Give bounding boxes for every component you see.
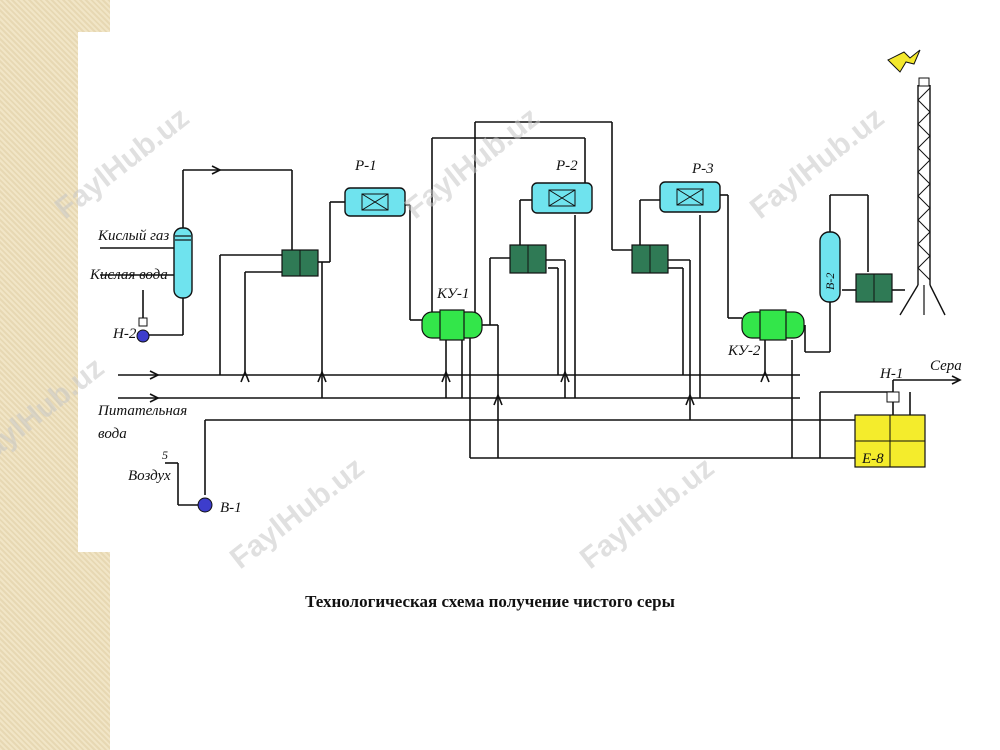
pipelines bbox=[100, 121, 962, 506]
label-ku2: КУ-2 bbox=[727, 343, 761, 359]
heat-exchanger-2[interactable] bbox=[509, 244, 547, 274]
heat-exchanger-3[interactable] bbox=[631, 244, 669, 274]
flare-stack[interactable] bbox=[887, 49, 946, 316]
label-kisly-gaz: Кислый газ bbox=[97, 228, 169, 244]
label-voda: вода bbox=[98, 426, 127, 442]
label-pitatelnaya: Питательная bbox=[97, 403, 187, 419]
riser-arrows bbox=[240, 369, 770, 406]
waste-heat-boiler-ku1[interactable] bbox=[421, 309, 483, 341]
label-n2: Н-2 bbox=[112, 326, 137, 342]
absorber-column[interactable] bbox=[173, 227, 193, 299]
label-r1: Р-1 bbox=[354, 158, 377, 174]
separator-v2[interactable] bbox=[819, 231, 841, 303]
label-v2: В-2 bbox=[823, 273, 837, 290]
label-ku1: КУ-1 bbox=[436, 286, 469, 302]
reactor-r2[interactable] bbox=[531, 182, 593, 214]
sulfur-tank-e8[interactable] bbox=[854, 391, 926, 468]
reactor-r3[interactable] bbox=[659, 181, 721, 213]
heat-exchanger-4[interactable] bbox=[855, 273, 893, 303]
label-s5: 5 bbox=[162, 448, 168, 462]
flame-icon bbox=[887, 49, 921, 73]
label-n1: Н-1 bbox=[879, 366, 903, 382]
pump-n2[interactable] bbox=[136, 317, 150, 343]
label-kislaya-voda: Кислая вода bbox=[89, 267, 168, 283]
label-r2: Р-2 bbox=[555, 158, 578, 174]
label-v1: В-1 bbox=[220, 500, 242, 516]
label-r3: Р-3 bbox=[691, 161, 714, 177]
reactor-r1[interactable] bbox=[344, 187, 406, 217]
blower-v1[interactable] bbox=[197, 497, 213, 513]
heat-exchanger-1[interactable] bbox=[281, 249, 319, 277]
label-vozdukh: Воздух bbox=[128, 468, 171, 484]
waste-heat-boiler-ku2[interactable] bbox=[741, 309, 805, 341]
figure-caption: Технологическая схема получение чистого … bbox=[305, 592, 675, 611]
label-sera: Сера bbox=[930, 358, 962, 374]
label-e8: Е-8 bbox=[861, 451, 884, 467]
